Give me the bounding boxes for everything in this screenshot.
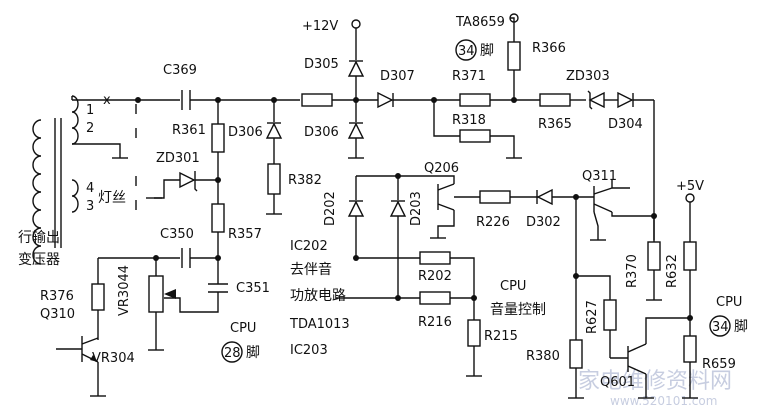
vr3044-label: VR3044 <box>117 265 132 316</box>
q310-label: Q310 <box>40 307 75 322</box>
watermark-url: www.520101.com <box>610 394 717 408</box>
pin34-right-number: 34 <box>712 320 729 335</box>
cpu-right-label: CPU <box>716 295 742 310</box>
winding-pin-1: 1 <box>86 103 94 118</box>
winding-pin-3: 3 <box>86 199 94 214</box>
c351-label: C351 <box>236 281 270 296</box>
r365-label: R365 <box>538 117 572 132</box>
r318-label: R318 <box>452 113 486 128</box>
ta8659-label: TA8659 <box>455 15 505 30</box>
c369-label: C369 <box>163 63 197 78</box>
volume-control-label: 音量控制 <box>490 301 546 318</box>
flyback-label-line2: 变压器 <box>18 252 60 268</box>
d302-label: D302 <box>526 215 561 230</box>
d305-label: D305 <box>304 57 339 72</box>
watermark-text: 家电维修资料网 <box>578 369 732 394</box>
d202-label: D202 <box>323 191 338 226</box>
zd301-label: ZD301 <box>156 151 200 166</box>
r632-label: R632 <box>665 254 680 288</box>
cpu28-label: CPU <box>230 321 256 336</box>
r382-label: R382 <box>288 173 322 188</box>
zd303-label: ZD303 <box>566 69 610 84</box>
c350-label: C350 <box>160 227 194 242</box>
pin34-top-jiao: 脚 <box>480 43 494 59</box>
ic203-label: IC203 <box>290 343 328 358</box>
r659-label: R659 <box>702 357 736 372</box>
r215-label: R215 <box>484 329 518 344</box>
cpu-vol-label: CPU <box>500 279 526 294</box>
d306b-label: D306 <box>304 125 339 140</box>
r376-label: R376 <box>40 289 74 304</box>
pin28-jiao: 脚 <box>246 345 260 361</box>
d306a-label: D306 <box>228 125 263 140</box>
d203-label: D203 <box>409 191 424 226</box>
mute-label-line1: 去伴音 <box>290 261 332 278</box>
r627-label: R627 <box>585 300 600 334</box>
r357-label: R357 <box>228 227 262 242</box>
filament-label: 灯丝 <box>98 190 126 206</box>
flyback-label-line1: 行输出 <box>18 230 60 246</box>
q601-label: Q601 <box>600 375 635 390</box>
plus5v-label: +5V <box>676 179 704 194</box>
tda1013-label: TDA1013 <box>289 317 350 332</box>
r371-label: R371 <box>452 69 486 84</box>
winding-pin-4: 4 <box>86 181 94 196</box>
r202-label: R202 <box>418 269 452 284</box>
r216-label: R216 <box>418 315 452 330</box>
plus12v-label: +12V <box>302 19 338 34</box>
r366-label: R366 <box>532 41 566 56</box>
vr304-label: VR304 <box>92 351 135 366</box>
pin28-number: 28 <box>224 346 241 361</box>
q311-label: Q311 <box>582 169 617 184</box>
pin34-top-number: 34 <box>458 44 475 59</box>
r380-label: R380 <box>526 349 560 364</box>
winding-pin-2: 2 <box>86 121 94 136</box>
flyback-transformer: 1 2 4 3 灯丝 行输出 变压器 <box>18 95 126 268</box>
ic202-label: IC202 <box>290 239 328 254</box>
svg-text:x: x <box>103 93 111 108</box>
r361-label: R361 <box>172 123 206 138</box>
d307-label: D307 <box>380 69 415 84</box>
d304-label: D304 <box>608 117 643 132</box>
r370-label: R370 <box>625 254 640 288</box>
mute-label-line2: 功放电路 <box>290 288 346 304</box>
q206-label: Q206 <box>424 161 459 176</box>
pin34-right-jiao: 脚 <box>734 319 748 335</box>
r226-label: R226 <box>476 215 510 230</box>
